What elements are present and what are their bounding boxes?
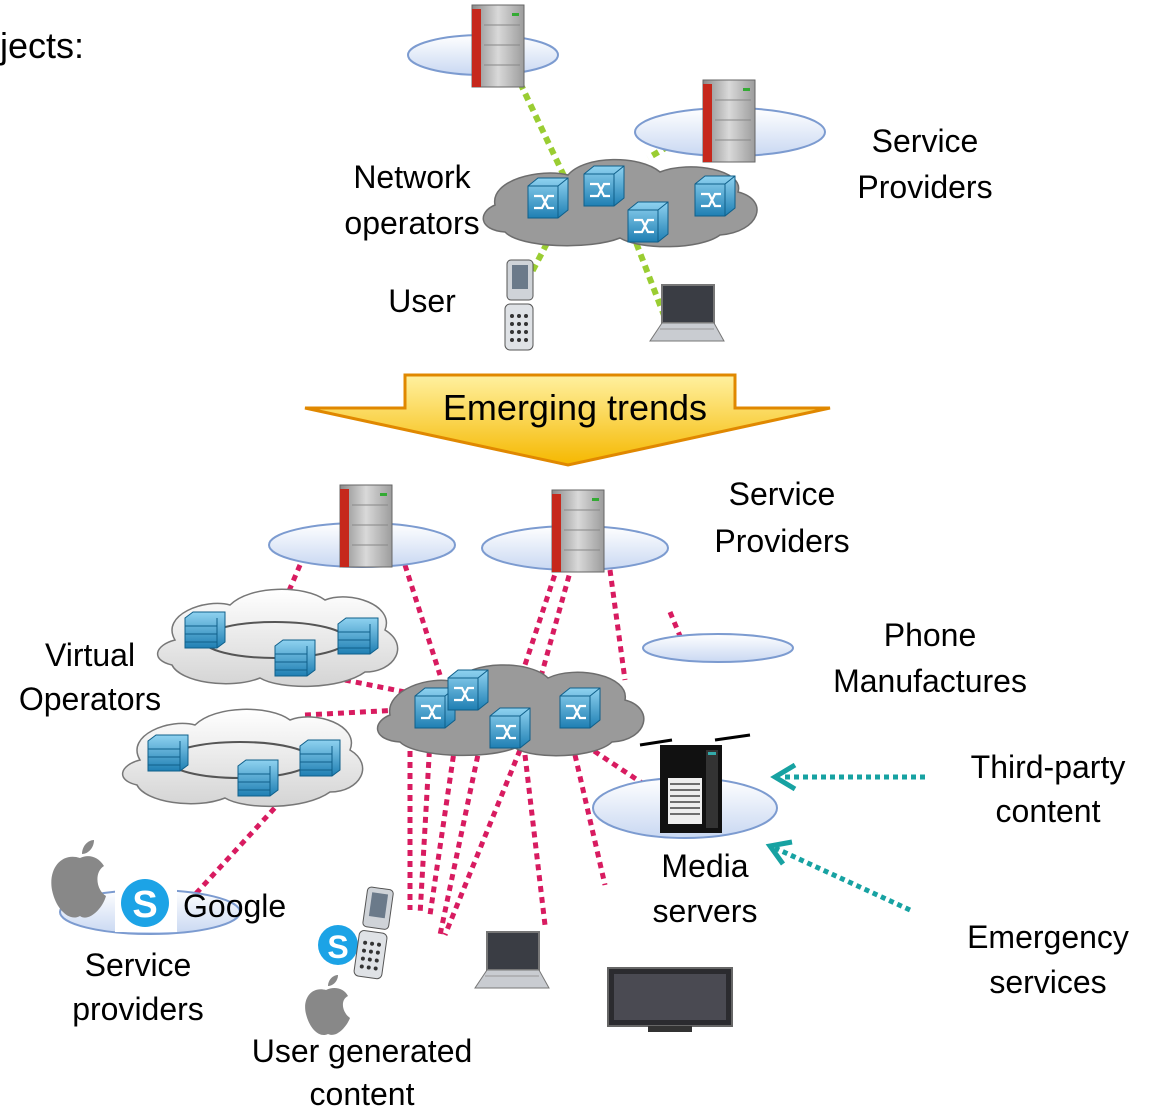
apple-icon [305,975,350,1036]
server-icon [471,4,525,88]
server-icon [702,79,756,163]
top-diagram: Service Providers Network operators User [344,4,993,351]
arrowhead-icon [770,762,797,792]
router-icon [488,706,532,750]
tv-icon [607,967,733,1032]
google-label: Google [183,888,286,924]
media-servers-line1: Media [661,848,748,884]
bottom-diagram: S S Service Providers Phone Manufactures… [19,476,1129,1112]
svg-text:S: S [132,884,157,926]
virtual-operators-line1: Virtual [45,637,135,673]
cloud-icon [122,708,364,808]
user-generated-line1: User generated [252,1033,473,1069]
arrowhead-icon [765,839,793,866]
stack-server-icon [147,734,189,772]
emergency-line1: Emergency [967,919,1129,955]
top-service-providers-line2: Providers [857,169,992,205]
router-icon [558,686,602,730]
third-party-line2: content [996,793,1101,829]
phone-icon [504,259,534,351]
router-icon [526,176,570,220]
virtual-operators-line2: Operators [19,681,161,717]
emergency-line2: services [989,964,1106,1000]
service-providers-small-line2: providers [72,991,204,1027]
emergency-arrow [773,845,912,913]
router-icon [626,200,670,244]
emerging-trends-arrow: Emerging trends [304,373,831,467]
stack-server-icon [237,759,279,797]
pink-links [188,564,688,936]
phone-manufactures-line2: Manufactures [833,663,1027,699]
stack-server-icon [299,739,341,777]
link-top-1 [512,70,568,180]
svg-text:S: S [327,929,348,965]
media-servers-line2: servers [653,893,758,929]
service-providers-small-line1: Service [85,947,192,983]
phone-manufactures-ellipse [642,633,794,663]
laptop-icon [474,931,550,989]
router-icon [582,164,626,208]
media-server-icon [639,733,751,833]
router-icon [693,174,737,218]
phone-icon [352,885,395,980]
stack-server-icon [337,617,379,655]
server-icon [339,484,393,568]
laptop-icon [649,284,725,342]
top-service-providers-line1: Service [872,123,979,159]
stack-server-icon [184,611,226,649]
third-party-line1: Third-party [971,749,1126,785]
stack-server-icon [274,639,316,677]
bottom-service-providers-line1: Service [729,476,836,512]
link-top-4 [629,230,668,320]
apple-icon [51,840,106,918]
skype-icon: S [318,925,358,965]
emerging-trends-label: Emerging trends [443,387,707,428]
link-top-3 [529,220,561,274]
partial-title: jects: [0,25,84,66]
server-icon [551,489,605,573]
router-icon [446,668,490,712]
network-operators-line1: Network [353,159,471,195]
user-generated-line2: content [310,1076,415,1112]
phone-manufactures-line1: Phone [884,617,977,653]
network-operators-line2: operators [344,205,479,241]
skype-icon: S [115,872,177,932]
bottom-service-providers-line2: Providers [714,523,849,559]
user-label: User [388,283,456,319]
